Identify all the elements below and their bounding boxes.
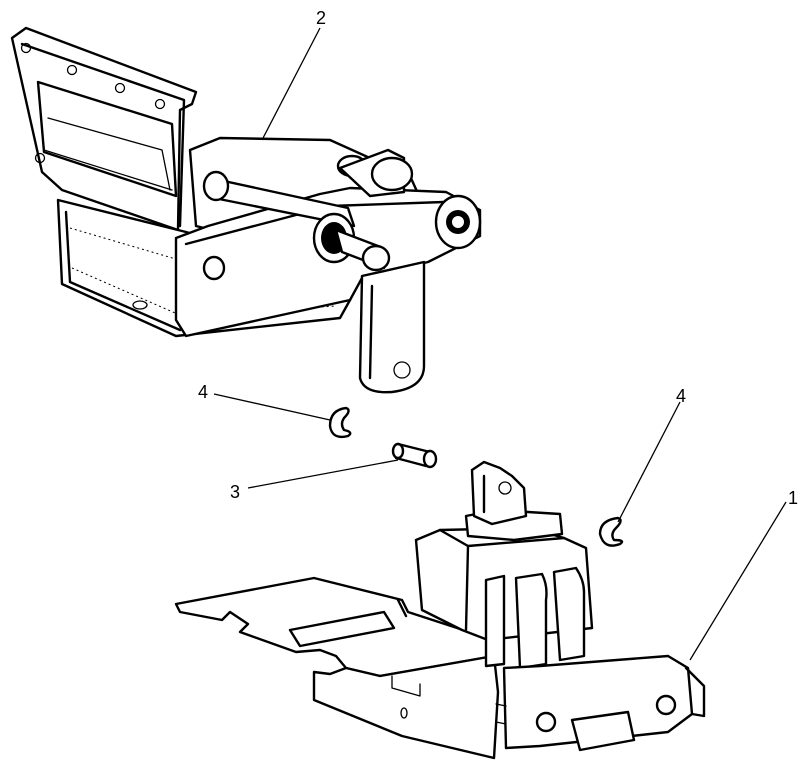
part-2-bracket-assembly xyxy=(10,26,482,394)
part-1-solenoid-base xyxy=(174,460,706,760)
leader-line-2 xyxy=(261,27,321,141)
callout-1: 1 xyxy=(788,488,798,508)
part-3-pin xyxy=(391,442,438,469)
part-4-e-clip-left xyxy=(328,406,352,439)
callout-4-right: 4 xyxy=(676,386,686,406)
callout-2: 2 xyxy=(316,8,326,28)
leader-lines xyxy=(213,27,787,661)
leader-line-4-left xyxy=(213,393,331,421)
callout-4-left: 4 xyxy=(198,382,208,402)
leader-line-1 xyxy=(689,501,787,661)
part-4-e-clip-right xyxy=(598,516,624,547)
callouts: 2 4 3 4 1 xyxy=(198,8,798,508)
leader-line-3 xyxy=(247,459,399,489)
callout-3: 3 xyxy=(230,482,240,502)
leader-line-4-right xyxy=(617,401,681,523)
